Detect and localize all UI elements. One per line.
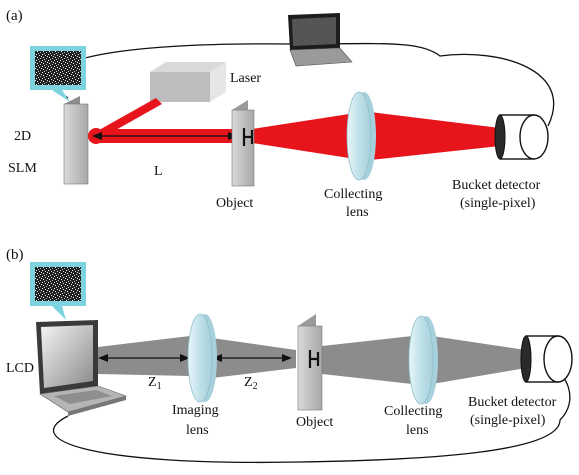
collecting-lens-label-b-line1: Collecting xyxy=(384,404,442,419)
bucket-detector-label-b-line2: (single-pixel) xyxy=(470,413,546,428)
z1-label-main: Z xyxy=(148,375,157,390)
collecting-lens-a xyxy=(346,91,376,181)
slm-pattern-callout xyxy=(30,46,86,102)
laser-box xyxy=(150,62,226,102)
object-plate-b xyxy=(297,314,323,411)
bucket-detector-label-a-line2: (single-pixel) xyxy=(460,196,536,211)
beam-to-collecting-lens-a xyxy=(252,112,362,160)
distance-label-l: L xyxy=(154,164,163,179)
slm-label-line1: 2D xyxy=(14,129,31,144)
slm-label-line2: SLM xyxy=(8,161,37,176)
imaging-lens-label-line1: Imaging xyxy=(172,403,219,418)
panel-b-tag: (b) xyxy=(6,247,24,263)
bucket-detector-b xyxy=(520,335,573,383)
z1-label-sub: 1 xyxy=(157,381,162,392)
lcd-label: LCD xyxy=(6,361,34,376)
lcd-laptop-icon xyxy=(36,320,127,416)
z2-label-sub: 2 xyxy=(253,381,258,392)
object-label-b: Object xyxy=(296,415,333,430)
beam-lcd-to-imaging-lens xyxy=(98,336,190,376)
slm-plate xyxy=(63,96,89,185)
beam-to-detector-b xyxy=(432,336,526,384)
collecting-lens-b xyxy=(408,315,438,405)
imaging-lens-label-line2: lens xyxy=(186,423,209,438)
object-plate-a xyxy=(231,100,255,187)
lcd-pattern-callout xyxy=(30,262,86,320)
object-label-a: Object xyxy=(216,196,253,211)
bucket-detector-label-b-line1: Bucket detector xyxy=(468,395,557,410)
collecting-lens-label-a-line2: lens xyxy=(346,205,369,220)
laser-label: Laser xyxy=(230,71,261,86)
bucket-detector-label-a-line1: Bucket detector xyxy=(452,178,541,193)
cable-loop-b xyxy=(52,365,571,464)
z1-label: Z1 xyxy=(148,375,162,392)
z2-label-main: Z xyxy=(244,375,253,390)
collecting-lens-label-a-line1: Collecting xyxy=(324,187,382,202)
beam-object-to-collecting-lens xyxy=(322,336,412,384)
laptop-icon xyxy=(288,13,353,67)
distance-arrow-z1 xyxy=(98,354,190,362)
imaging-lens xyxy=(187,313,217,403)
panel-a-tag: (a) xyxy=(6,8,23,24)
bucket-detector-a xyxy=(494,114,549,160)
beam-to-detector-a xyxy=(370,112,500,160)
collecting-lens-label-b-line2: lens xyxy=(406,423,429,438)
z2-label: Z2 xyxy=(244,375,258,392)
